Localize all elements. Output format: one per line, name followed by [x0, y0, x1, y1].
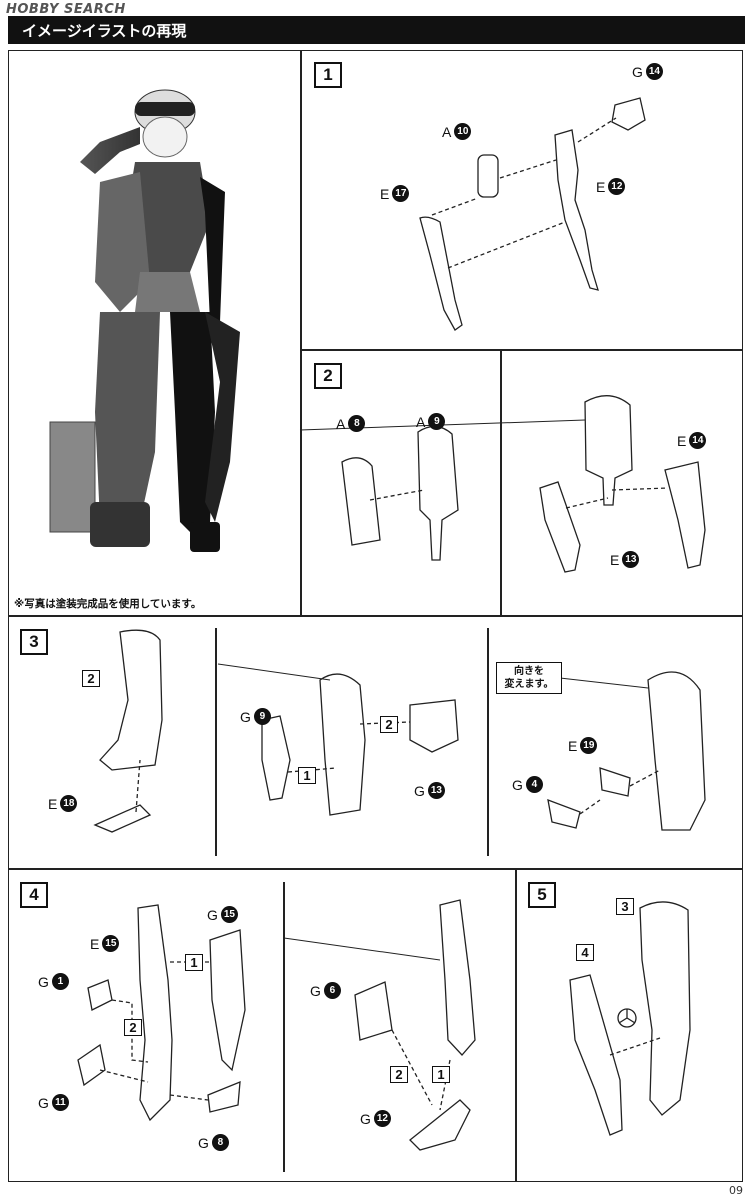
- step-label-4: 4: [20, 882, 48, 908]
- part-number: 12: [373, 1110, 391, 1127]
- page-header: イメージイラストの再現: [8, 16, 745, 44]
- photo-caption: ※写真は塗装完成品を使用しています。: [14, 598, 202, 610]
- part-number: 13: [427, 782, 445, 799]
- part-number: 13: [622, 551, 640, 568]
- part-letter: G: [414, 782, 425, 799]
- step-label-5: 5: [528, 882, 556, 908]
- part-number: 10: [454, 123, 472, 140]
- divider-v-step2: [500, 350, 502, 615]
- part-letter: G: [310, 982, 321, 999]
- ref-label-step3: 3: [616, 898, 634, 915]
- sub-label-1: 1: [185, 954, 203, 971]
- part-number: 8: [348, 415, 366, 432]
- part-number: 17: [392, 185, 410, 202]
- divider-v-step4: [283, 882, 285, 1172]
- part-letter: G: [207, 906, 218, 923]
- part-letter: G: [512, 776, 523, 793]
- part-letter: E: [48, 795, 58, 812]
- part-number: 9: [253, 708, 271, 725]
- part-letter: G: [240, 708, 251, 725]
- orientation-note-line2: 変えます。: [504, 679, 554, 690]
- part-letter: G: [360, 1110, 371, 1127]
- divider-v-step3a: [215, 628, 217, 856]
- watermark-logo: HOBBY SEARCH: [6, 2, 126, 17]
- part-letter: G: [632, 63, 643, 80]
- part-letter: A: [336, 415, 346, 432]
- sub-label-2: 2: [124, 1019, 142, 1036]
- part-letter: A: [416, 413, 426, 430]
- part-letter: G: [198, 1134, 209, 1151]
- part-letter: A: [442, 123, 452, 140]
- divider-h2: [8, 615, 743, 617]
- part-number: 8: [211, 1134, 229, 1151]
- sub-label-2: 2: [390, 1066, 408, 1083]
- part-letter: G: [38, 973, 49, 990]
- part-number: 14: [689, 432, 707, 449]
- part-number: 11: [51, 1094, 69, 1111]
- part-number: 15: [102, 935, 120, 952]
- part-letter: E: [380, 185, 390, 202]
- ref-label-step2: 2: [82, 670, 100, 687]
- part-number: 9: [428, 413, 446, 430]
- part-number: 14: [645, 63, 663, 80]
- divider-v1: [300, 50, 302, 616]
- page-number: 09: [729, 1184, 743, 1197]
- part-number: 6: [323, 982, 341, 999]
- part-letter: E: [568, 737, 578, 754]
- sub-label-2: 2: [380, 716, 398, 733]
- step-label-2: 2: [314, 363, 342, 389]
- part-number: 1: [51, 973, 69, 990]
- divider-v-step3b: [487, 628, 489, 856]
- ref-label-step4: 4: [576, 944, 594, 961]
- part-number: 19: [580, 737, 598, 754]
- orientation-note: 向きを 変えます。: [496, 662, 562, 694]
- part-number: 18: [60, 795, 78, 812]
- figure-photo: [49, 89, 240, 552]
- sub-label-1: 1: [432, 1066, 450, 1083]
- divider-v2: [515, 868, 517, 1182]
- divider-h1: [300, 349, 743, 351]
- part-letter: E: [677, 432, 687, 449]
- part-number: 15: [220, 906, 238, 923]
- page-title: イメージイラストの再現: [22, 22, 187, 40]
- part-number: 4: [525, 776, 543, 793]
- part-letter: G: [38, 1094, 49, 1111]
- sub-label-1: 1: [298, 767, 316, 784]
- step-label-3: 3: [20, 629, 48, 655]
- step-label-1: 1: [314, 62, 342, 88]
- divider-h3: [8, 868, 743, 870]
- part-letter: E: [610, 551, 620, 568]
- orientation-note-line1: 向きを: [514, 666, 544, 677]
- part-letter: E: [596, 178, 606, 195]
- part-letter: E: [90, 935, 100, 952]
- part-number: 12: [608, 178, 626, 195]
